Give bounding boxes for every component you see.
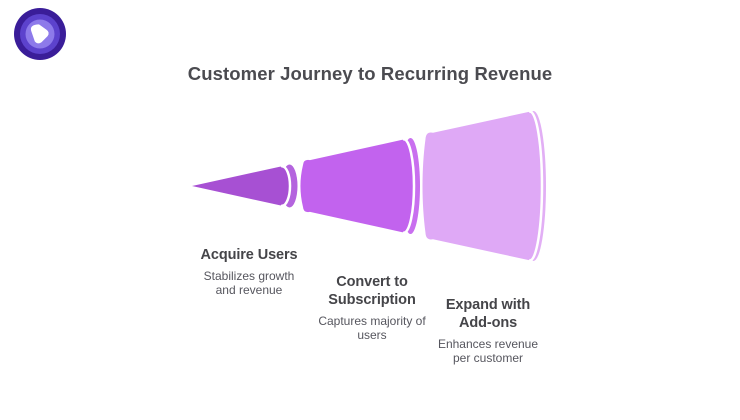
stage-title: Expand with Add-ons bbox=[412, 296, 564, 332]
funnel-stage3-body bbox=[422, 111, 542, 261]
stage-desc-line: users bbox=[357, 328, 387, 342]
brand-logo-icon bbox=[14, 8, 66, 60]
funnel-stage1-seam-highlight bbox=[280, 164, 292, 208]
stage-title-line: Subscription bbox=[328, 292, 416, 308]
funnel-stage1-body bbox=[192, 166, 290, 206]
logo-play-shape bbox=[30, 24, 49, 44]
funnel-stage2-body bbox=[300, 139, 415, 233]
diagram-title: Customer Journey to Recurring Revenue bbox=[187, 63, 553, 84]
stage-desc-line: and revenue bbox=[215, 283, 283, 297]
stage-title-line: Expand with bbox=[445, 297, 531, 313]
stage-desc-line: Stabilizes growth bbox=[203, 269, 295, 283]
stage-label-expand-with-add-ons: Expand with Add-ons Enhances revenue per… bbox=[412, 296, 564, 365]
stage-description: Captures majority of users bbox=[297, 314, 447, 342]
stage-title: Acquire Users bbox=[200, 247, 298, 263]
stage-description: Enhances revenue per customer bbox=[412, 337, 564, 365]
funnel-stage3-seam-highlight bbox=[528, 110, 544, 262]
stage-label-convert-to-subscription: Convert to Subscription Captures majorit… bbox=[297, 273, 447, 342]
funnel-stage2-seam-highlight bbox=[402, 138, 416, 234]
stage-label-acquire-users: Acquire Users Stabilizes growth and reve… bbox=[174, 246, 324, 297]
stage-desc-line: Enhances revenue bbox=[437, 337, 539, 351]
stage-desc-line: per customer bbox=[452, 351, 524, 365]
stage-title: Convert to Subscription bbox=[297, 273, 447, 309]
stage-title-line: Convert to bbox=[336, 274, 408, 290]
stage-description: Stabilizes growth and revenue bbox=[174, 269, 324, 297]
stage-title-line: Add-ons bbox=[458, 315, 518, 331]
stage-desc-line: Captures majority of bbox=[318, 314, 426, 328]
